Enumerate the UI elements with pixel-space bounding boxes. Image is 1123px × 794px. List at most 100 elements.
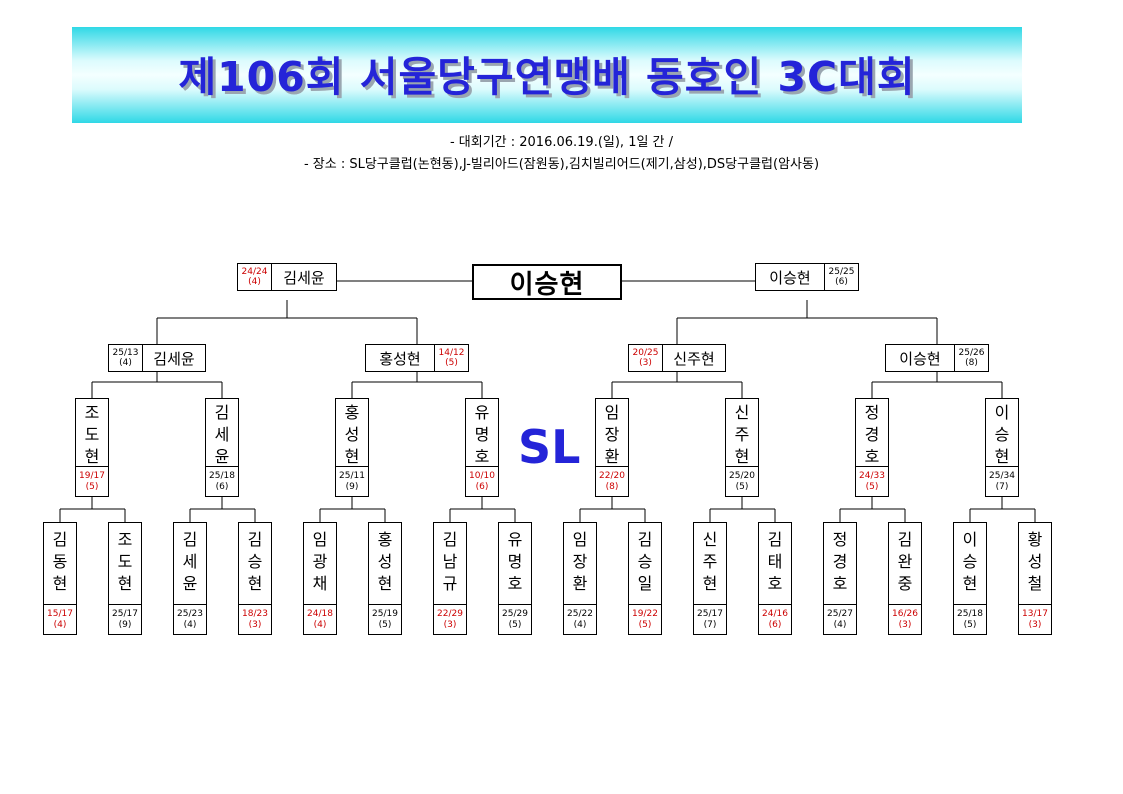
score-cell: 25/18(6) [206, 466, 238, 496]
player-name-char: 김 [247, 530, 263, 549]
player-name-char: 장 [572, 552, 588, 571]
score-value: 14/12 [438, 348, 465, 358]
score-value: 20/25 [632, 348, 659, 358]
player-name-char: 일 [637, 574, 653, 593]
score-cell: 18/23(3) [239, 604, 271, 634]
player-name-char: 정 [864, 403, 880, 422]
score-cell: 25/25(6) [824, 264, 858, 290]
score-cell: 24/33(5) [856, 466, 888, 496]
inning-value: (3) [639, 358, 652, 368]
inning-value: (7) [995, 481, 1009, 492]
inning-value: (5) [865, 481, 879, 492]
player-name-char: 황 [1027, 530, 1043, 549]
player-name-char: 현 [52, 574, 68, 593]
player-name-char: 현 [994, 447, 1010, 466]
score-cell: 25/13(4) [109, 345, 143, 371]
player-name-char: 유 [507, 530, 523, 549]
inning-value: (6) [215, 481, 229, 492]
inning-value: (5) [638, 619, 652, 630]
score-value: 19/17 [79, 470, 105, 481]
inning-value: (5) [963, 619, 977, 630]
score-value: 16/26 [892, 608, 918, 619]
score-value: 10/10 [469, 470, 495, 481]
player-box: 14/12(5)홍성현 [365, 344, 469, 372]
score-cell: 25/17(9) [109, 604, 141, 634]
player-name-char: 남 [442, 552, 458, 571]
player-name-char: 명 [474, 425, 490, 444]
player-name-char: 홍 [344, 403, 360, 422]
score-value: 25/18 [957, 608, 983, 619]
player-name-char: 장 [604, 425, 620, 444]
player-name-char: 경 [864, 425, 880, 444]
score-cell: 13/17(3) [1019, 604, 1051, 634]
inning-value: (4) [833, 619, 847, 630]
score-cell: 10/10(6) [466, 466, 498, 496]
score-cell: 25/11(9) [336, 466, 368, 496]
player-name: 김세윤 [283, 268, 325, 287]
player-name-char: 중 [897, 574, 913, 593]
score-cell: 25/34(7) [986, 466, 1018, 496]
score-value: 25/25 [828, 267, 855, 277]
score-cell: 25/27(4) [824, 604, 856, 634]
score-cell: 25/19(5) [369, 604, 401, 634]
tournament-period: - 대회기간 : 2016.06.19.(일), 1일 간 / [449, 135, 674, 150]
score-cell: 16/26(3) [889, 604, 921, 634]
player-name-char: 윤 [214, 447, 230, 466]
score-value: 25/13 [112, 348, 139, 358]
score-value: 19/22 [632, 608, 658, 619]
inning-value: (9) [118, 619, 132, 630]
player-name-char: 승 [962, 552, 978, 571]
tournament-title: 제106회 서울당구연맹배 동호인 3C대회 [178, 53, 916, 101]
score-value: 25/29 [502, 608, 528, 619]
player-name-char: 광 [312, 552, 328, 571]
score-cell: 24/24(4) [238, 264, 272, 290]
inning-value: (5) [85, 481, 99, 492]
player-name-char: 완 [897, 552, 913, 571]
score-cell: 19/22(5) [629, 604, 661, 634]
champion-name: 이승현 [509, 269, 585, 300]
player-name-char: 현 [247, 574, 263, 593]
player-name-char: 이 [962, 530, 978, 549]
inning-value: (5) [735, 481, 749, 492]
player-box: 25/26(8)이승현 [885, 344, 989, 372]
player-name-char: 현 [377, 574, 393, 593]
player-name-char: 도 [84, 425, 100, 444]
player-name-char: 태 [767, 552, 783, 571]
inning-value: (4) [573, 619, 587, 630]
player-name-char: 홍 [377, 530, 393, 549]
player-name: 이승현 [899, 349, 941, 368]
player-name-char: 김 [637, 530, 653, 549]
player-box: 25/25(6)이승현 [755, 263, 859, 291]
tournament-venues: - 장소 : SL당구클럽(논현동),J-빌리아드(잠원동),김치빌리어드(제기… [303, 157, 820, 172]
score-cell: 24/18(4) [304, 604, 336, 634]
player-name-char: 승 [247, 552, 263, 571]
score-value: 25/22 [567, 608, 593, 619]
score-value: 18/23 [242, 608, 268, 619]
player-box: 24/24(4) 김세윤 [237, 263, 337, 291]
player-name-char: 철 [1027, 574, 1043, 593]
score-cell: 25/18(5) [954, 604, 986, 634]
inning-value: (9) [345, 481, 359, 492]
score-value: 22/20 [599, 470, 625, 481]
score-cell: 24/16(6) [759, 604, 791, 634]
score-value: 25/11 [339, 470, 365, 481]
player-name-char: 이 [994, 403, 1010, 422]
score-value: 24/33 [859, 470, 885, 481]
player-name-char: 임 [312, 530, 328, 549]
score-value: 25/23 [177, 608, 203, 619]
player-name-char: 김 [182, 530, 198, 549]
player-name-char: 김 [897, 530, 913, 549]
player-box: 25/13(4)김세윤 [108, 344, 206, 372]
inning-value: (7) [703, 619, 717, 630]
player-name-char: 정 [832, 530, 848, 549]
score-value: 25/27 [827, 608, 853, 619]
